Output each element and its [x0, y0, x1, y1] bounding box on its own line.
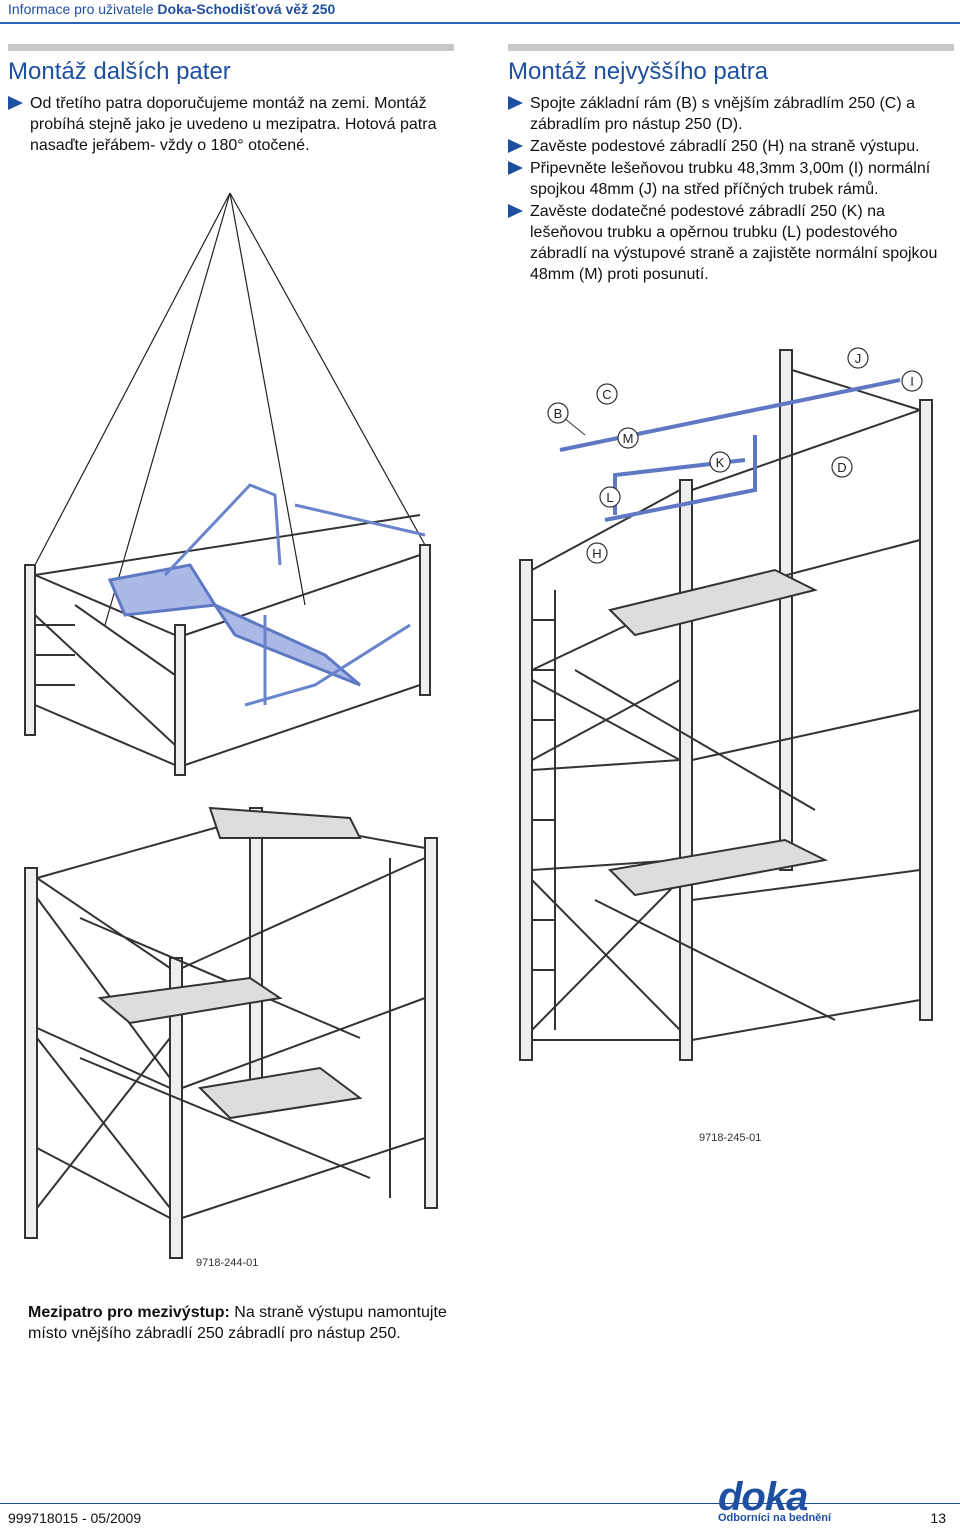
document-number: 999718015 - 05/2009 [8, 1510, 142, 1526]
logo-wordmark: doka [718, 1475, 808, 1519]
callout-L [599, 486, 621, 508]
footer-rule [0, 1503, 960, 1504]
left-bullet: Od třetího patra doporučujeme montáž na … [8, 93, 448, 156]
callout-H-label: H [592, 546, 601, 561]
right-bullet: Připevněte lešeňovou trubku 48,3mm 3,00m… [508, 158, 954, 200]
callout-K-label: K [716, 455, 725, 470]
logo-tagline: Odborníci na bednění [718, 1512, 832, 1524]
left-column-bar [8, 44, 454, 51]
right-bullet: Spojte základní rám (B) s vnějším zábrad… [508, 93, 954, 135]
callout-K [709, 451, 731, 473]
callout-D [831, 456, 853, 478]
callout-D-label: D [837, 460, 846, 475]
note-text: Na straně výstupu namontujte místo vnějš… [28, 1304, 447, 1342]
callout-J [847, 347, 869, 369]
callout-C-label: C [602, 387, 611, 402]
left-heading: Montáž dalších pater [8, 58, 231, 85]
callout-I [901, 370, 923, 392]
arrow-icon [8, 96, 23, 110]
figure-code-bottom: 9718-244-01 [194, 1257, 261, 1269]
callout-H [586, 542, 608, 564]
page-header: Informace pro uživatele Doka-Schodišťová… [8, 0, 335, 18]
callout-B-label: B [554, 406, 563, 421]
callout-B [547, 402, 569, 424]
callout-C [596, 383, 618, 405]
figure-code-right: 9718-245-01 [697, 1132, 764, 1144]
arrow-icon [508, 204, 523, 218]
intermediate-floor-note: Mezipatro pro mezivýstup: Na straně výst… [28, 1302, 468, 1344]
callout-M [617, 427, 639, 449]
right-heading: Montáž nejvyššího patra [508, 58, 769, 85]
top-floor-illustration: B C J I M K D L H [515, 347, 955, 1100]
header-rule [0, 22, 960, 24]
right-text: Spojte základní rám (B) s vnějším zábrad… [508, 93, 954, 286]
right-bullet: Zavěste podestové zábradlí 250 (H) na st… [508, 136, 954, 157]
page-number: 13 [930, 1510, 946, 1526]
doka-logo: doka Odborníci na bednění [718, 1475, 832, 1524]
arrow-icon [508, 96, 523, 110]
callout-I-label: I [910, 374, 914, 389]
right-column-bar [508, 44, 954, 51]
arrow-icon [508, 161, 523, 175]
callout-J-label: J [855, 351, 862, 366]
header-prefix: Informace pro uživatele [8, 1, 154, 17]
right-bullet: Zavěste dodatečné podestové zábradlí 250… [508, 201, 954, 285]
crane-lift-illustration [15, 185, 455, 795]
left-text: Od třetího patra doporučujeme montáž na … [8, 93, 448, 157]
intermediate-floor-illustration [20, 806, 450, 1278]
callout-L-label: L [606, 490, 613, 505]
arrow-icon [508, 139, 523, 153]
callout-M-label: M [623, 431, 634, 446]
note-heading: Mezipatro pro mezivýstup: [28, 1304, 230, 1321]
header-title: Doka-Schodišťová věž 250 [157, 1, 336, 17]
